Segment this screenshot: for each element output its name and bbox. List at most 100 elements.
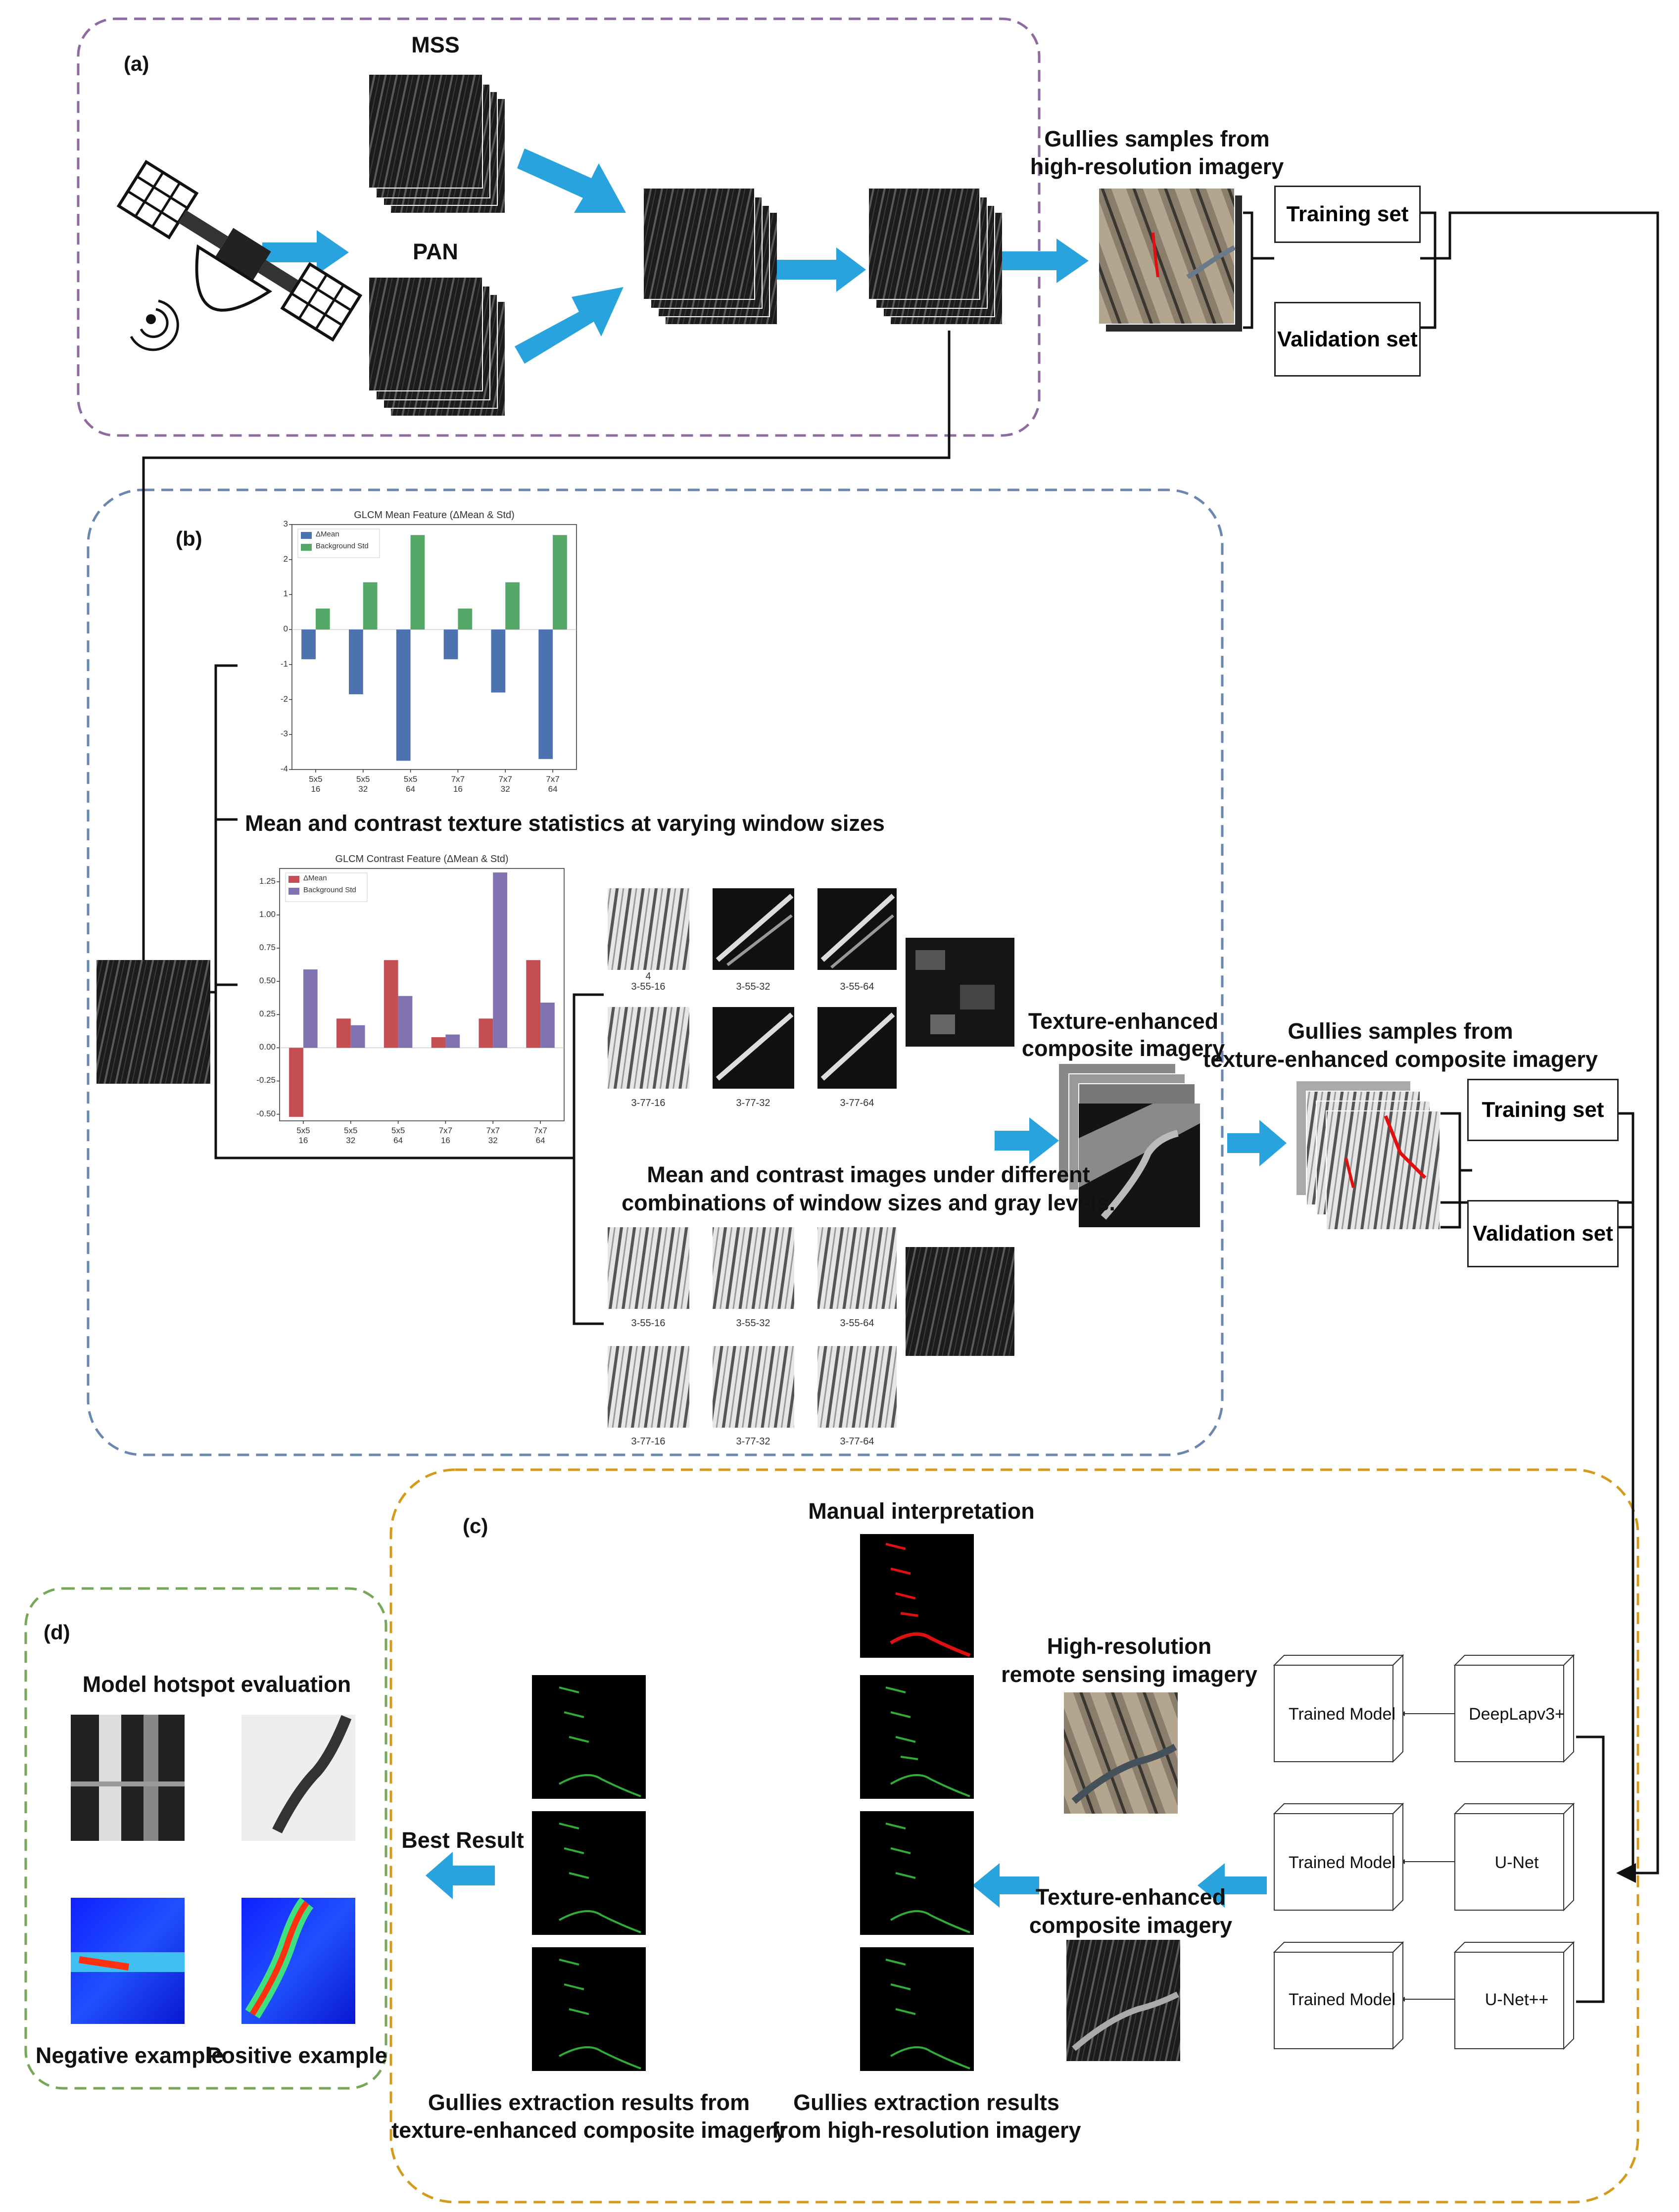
- x-tick-label: 64: [535, 1136, 545, 1145]
- panel-b-border: [87, 488, 1224, 1456]
- validation-set-box-b: Validation set: [1467, 1200, 1619, 1267]
- y-tick-label: 1.25: [259, 876, 276, 886]
- legend-swatch: [301, 544, 312, 551]
- images-caption-1: Mean and contrast images under different: [647, 1162, 1090, 1187]
- contrast-thumb-label-5: 3-77-32: [736, 1098, 770, 1108]
- trained-model-label-2: Trained Model: [1288, 1853, 1396, 1872]
- trained-model-label-3: Trained Model: [1288, 1990, 1396, 2009]
- y-tick-label: -4: [280, 764, 288, 773]
- hr-imagery-title-1: High-resolution: [1047, 1634, 1212, 1659]
- contrast-thumb-label-1: 3-55-16: [631, 981, 666, 992]
- preprocessed-image-stack: [868, 188, 1002, 324]
- model-label-unetpp: U-Net++: [1485, 1990, 1549, 2009]
- best-result-label: Best Result: [401, 1827, 524, 1853]
- x-tick-label: 7x7: [533, 1126, 547, 1135]
- mean-thumb-label-3: 3-55-64: [840, 1318, 874, 1329]
- bar-delta-mean: [526, 960, 541, 1048]
- y-tick-label: -0.50: [256, 1108, 276, 1118]
- bar-background-std: [410, 535, 425, 630]
- panel-label-a: (a): [124, 52, 149, 75]
- chart-frame: [291, 524, 577, 770]
- te-samples-title-2: texture-enhanced composite imagery: [1203, 1047, 1598, 1072]
- contrast-thumb-label-2: 3-55-32: [736, 981, 770, 992]
- validation-set-box-a: Validation set: [1274, 302, 1421, 377]
- texture-composite-title-2: composite imagery: [1021, 1036, 1225, 1061]
- bar-delta-mean: [396, 629, 411, 761]
- legend-label: ΔMean: [316, 530, 339, 538]
- mean-thumb-label-5: 3-77-32: [736, 1436, 770, 1447]
- x-tick-label: 32: [358, 784, 368, 794]
- y-tick-label: -1: [280, 659, 288, 669]
- bar-delta-mean: [384, 960, 398, 1048]
- te-imagery-c: [1066, 1940, 1180, 2061]
- x-tick-label: 16: [440, 1136, 450, 1145]
- glcm-mean-chart: [289, 524, 577, 772]
- x-tick-label: 5x5: [356, 774, 370, 784]
- bar-background-std: [505, 582, 520, 630]
- x-tick-label: 32: [488, 1136, 498, 1145]
- te-results-column: [532, 1675, 646, 2071]
- chart-title: GLCM Mean Feature (ΔMean & Std): [354, 510, 515, 521]
- model-cubes: [1273, 1654, 1575, 2050]
- texture-composite-title-1: Texture-enhanced: [1028, 1009, 1219, 1034]
- mean-thumb-label-4: 3-77-16: [631, 1436, 666, 1447]
- x-tick-label: 5x5: [391, 1126, 405, 1135]
- bar-background-std: [303, 969, 318, 1048]
- bar-delta-mean: [336, 1018, 351, 1048]
- y-tick-label: -0.25: [256, 1075, 276, 1085]
- contrast-thumb-label-4: 3-77-16: [631, 1098, 666, 1108]
- panel-label-b: (b): [176, 527, 202, 550]
- x-tick-label: 7x7: [546, 774, 560, 784]
- hr-imagery-c: [1064, 1692, 1178, 1814]
- model-label-deeplab: DeepLapv3+: [1469, 1705, 1565, 1724]
- training-set-box-a: Training set: [1274, 186, 1421, 243]
- bar-background-std: [458, 608, 473, 630]
- composite-input-image: [96, 960, 210, 1084]
- hotspot-title: Model hotspot evaluation: [82, 1672, 351, 1697]
- bar-background-std: [553, 535, 567, 630]
- legend-swatch: [288, 888, 299, 895]
- hr-samples-image: [1098, 188, 1242, 332]
- bar-delta-mean: [289, 1048, 303, 1117]
- legend-label: Background Std: [316, 542, 369, 550]
- mean-thumb-label-1: 3-55-16: [631, 1318, 666, 1329]
- x-tick-label: 16: [311, 784, 321, 794]
- x-tick-label: 7x7: [438, 1126, 453, 1135]
- x-tick-label: 16: [453, 784, 463, 794]
- trained-model-label-1: Trained Model: [1288, 1705, 1396, 1724]
- x-tick-label: 7x7: [498, 774, 512, 784]
- y-tick-label: -2: [280, 694, 288, 704]
- images-caption-2: combinations of window sizes and gray le…: [622, 1190, 1115, 1215]
- bar-background-std: [493, 872, 507, 1048]
- hr-samples-title-1: Gullies samples from: [1044, 126, 1270, 151]
- y-tick-label: 0.00: [259, 1042, 276, 1052]
- y-tick-label: 1.00: [259, 909, 276, 919]
- mean-thumbnails: [608, 1227, 1014, 1428]
- x-tick-label: 7x7: [451, 774, 465, 784]
- y-tick-label: -3: [280, 729, 288, 739]
- contrast-thumb-label-3: 3-55-64: [840, 981, 874, 992]
- results-hr-caption-1: Gullies extraction results: [793, 2090, 1059, 2115]
- contrast-thumbnails: [608, 888, 1014, 1089]
- mss-label: MSS: [411, 32, 460, 57]
- bar-background-std: [540, 1003, 555, 1048]
- y-tick-label: 0.75: [259, 943, 276, 953]
- results-hr-caption-2: from high-resolution imagery: [771, 2117, 1081, 2143]
- legend-swatch: [301, 532, 312, 539]
- x-tick-label: 64: [406, 784, 416, 794]
- stray-label: 4: [645, 971, 651, 982]
- y-tick-label: 0: [283, 624, 288, 634]
- bar-delta-mean: [301, 629, 316, 660]
- manual-interpretation-image: [860, 1534, 974, 1658]
- bar-delta-mean: [349, 629, 363, 694]
- model-label-unet: U-Net: [1494, 1853, 1539, 1872]
- contrast-thumb-label-6: 3-77-64: [840, 1098, 874, 1108]
- x-tick-label: 5x5: [344, 1126, 358, 1135]
- negative-example-label: Negative example: [35, 2043, 224, 2068]
- te-imagery-title-2: composite imagery: [1029, 1913, 1233, 1938]
- manual-interpretation-title: Manual interpretation: [808, 1498, 1035, 1524]
- bar-background-std: [350, 1025, 365, 1048]
- x-tick-label: 32: [346, 1136, 356, 1145]
- pan-label: PAN: [413, 239, 458, 264]
